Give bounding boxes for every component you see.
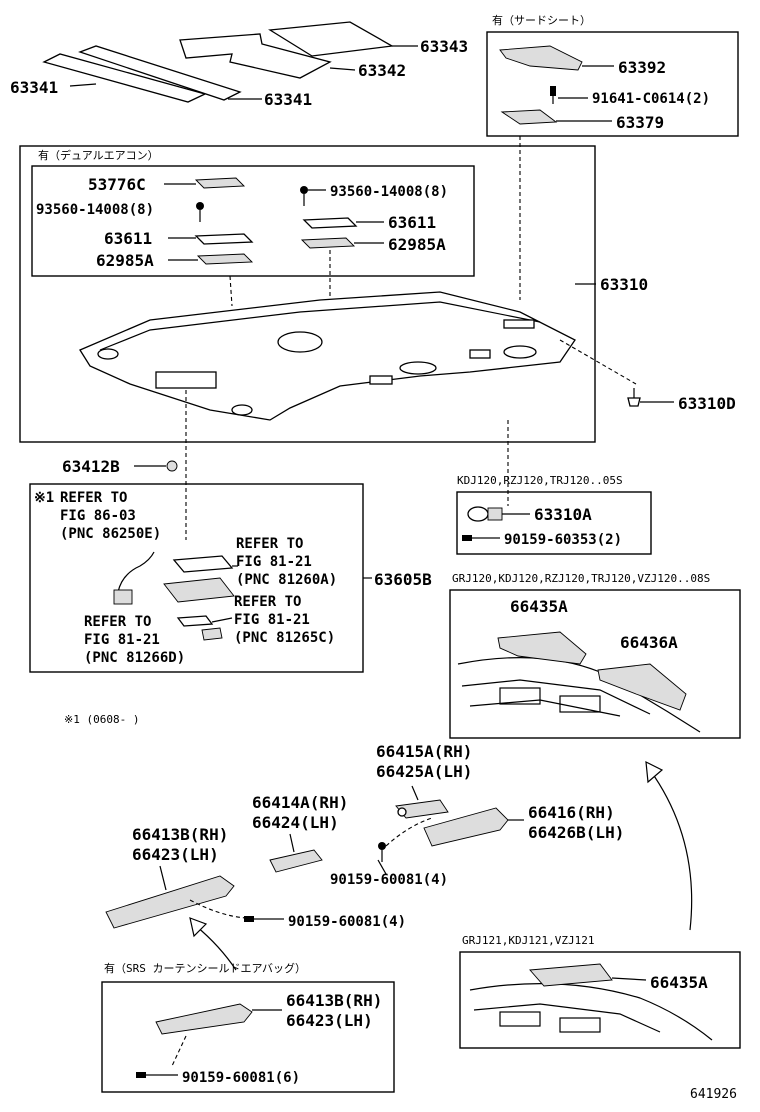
screw-90159-60081-mid-icon xyxy=(378,842,386,862)
label-91641: 91641-C0614(2) xyxy=(592,91,710,107)
vent-63379 xyxy=(500,109,558,125)
box-third-seat xyxy=(486,31,739,137)
label-66416: 66416(RH) xyxy=(528,803,615,822)
arrow-to-grj120 xyxy=(649,769,693,931)
room-lamp-assembly xyxy=(113,551,235,641)
label-93560-right: 93560-14008(8) xyxy=(330,184,448,200)
gasket-63611-left xyxy=(194,233,254,245)
label-63310: 63310 xyxy=(600,275,648,294)
label-63611-left: 63611 xyxy=(104,229,152,248)
roof-outline-grj121 xyxy=(469,983,713,1041)
header-srs-box: 有（SRS カーテンシールドエアバッグ） xyxy=(104,961,306,975)
refer-4-line-2: FIG 81-21 xyxy=(84,632,160,648)
spoiler-66436a xyxy=(597,663,687,711)
label-66413b-srs: 66413B(RH) xyxy=(286,991,382,1010)
refer-2-line-3: (PNC 81260A) xyxy=(236,572,337,588)
box-srs xyxy=(101,981,395,1093)
label-66415a: 66415A(RH) xyxy=(376,742,472,761)
header-grj-box: GRJ120,KDJ120,RZJ120,TRJ120,VZJ120..08S xyxy=(452,572,710,585)
label-63310a: 63310A xyxy=(534,505,592,524)
footnote: ※1 (0608- ) xyxy=(64,713,139,726)
label-63341-left: 63341 xyxy=(10,78,58,97)
header-kdj-box: KDJ120,RZJ120,TRJ120..05S xyxy=(457,474,623,487)
screw-90159-60081-srs-icon xyxy=(136,1072,160,1078)
spoiler-66435a-grj121 xyxy=(529,963,613,987)
header-dual-aircon: 有（デュアルエアコン） xyxy=(38,148,159,162)
label-63343: 63343 xyxy=(420,37,468,56)
diagram-id: 641926 xyxy=(690,1087,737,1102)
label-66414a: 66414A(RH) xyxy=(252,793,348,812)
label-66413b: 66413B(RH) xyxy=(132,825,228,844)
gasket-63611-right xyxy=(302,217,358,229)
label-66423: 66423(LH) xyxy=(132,845,219,864)
spoiler-66435a xyxy=(497,631,587,665)
pad-63341-long xyxy=(42,45,242,103)
refer-4-line-3: (PNC 81266D) xyxy=(84,650,185,666)
header-grj121-box: GRJ121,KDJ121,VZJ121 xyxy=(462,934,594,947)
refer-1-line-2: FIG 86-03 xyxy=(60,508,136,524)
box-dual-aircon xyxy=(19,145,596,443)
label-63392: 63392 xyxy=(618,58,666,77)
label-66435a-grj121: 66435A xyxy=(650,973,708,992)
label-63341-right: 63341 xyxy=(264,90,312,109)
box-grj121 xyxy=(459,951,741,1049)
refer-2-line-2: FIG 81-21 xyxy=(236,554,312,570)
label-63611-right: 63611 xyxy=(388,213,436,232)
screw-93560-right-icon xyxy=(300,186,308,206)
refer-2-line-1: REFER TO xyxy=(236,536,303,552)
box-inner-vents xyxy=(31,165,475,277)
label-66424: 66424(LH) xyxy=(252,813,339,832)
screw-91641-icon xyxy=(550,86,556,104)
box-grj120 xyxy=(449,589,741,739)
refer-mark: ※1 xyxy=(34,490,54,506)
label-66423-srs: 66423(LH) xyxy=(286,1011,373,1030)
label-66425a: 66425A(LH) xyxy=(376,762,472,781)
screw-90159-60353-icon xyxy=(462,535,486,541)
label-63605b: 63605B xyxy=(374,570,432,589)
clip-63310a xyxy=(467,506,503,522)
screw-90159-60081-low-icon xyxy=(244,916,268,922)
bracket-66415a xyxy=(395,799,449,819)
label-63379: 63379 xyxy=(616,113,664,132)
refer-1-line-1: REFER TO xyxy=(60,490,127,506)
label-53776c: 53776C xyxy=(88,175,146,194)
refer-3-line-1: REFER TO xyxy=(234,594,301,610)
header-third-seat: 有（サードシート） xyxy=(492,13,591,27)
label-66436a: 66436A xyxy=(620,633,678,652)
vent-63392 xyxy=(499,45,583,71)
garnish-66416 xyxy=(423,807,509,847)
label-93560-left: 93560-14008(8) xyxy=(36,202,154,218)
label-90159-60081-srs: 90159-60081(6) xyxy=(182,1070,300,1086)
refer-3-line-2: FIG 81-21 xyxy=(234,612,310,628)
garnish-66413b-srs xyxy=(155,1003,253,1035)
refer-3-line-3: (PNC 81265C) xyxy=(234,630,335,646)
label-62985a-right: 62985A xyxy=(388,235,446,254)
clip-63310d-icon xyxy=(627,388,641,407)
label-90159-60081-mid: 90159-60081(4) xyxy=(330,872,448,888)
pad-63342 xyxy=(179,33,332,79)
headliner-63310 xyxy=(79,291,576,421)
refer-1-line-3: (PNC 86250E) xyxy=(60,526,161,542)
label-90159-60353: 90159-60353(2) xyxy=(504,532,622,548)
garnish-66414a xyxy=(269,849,323,873)
label-66426b: 66426B(LH) xyxy=(528,823,624,842)
cover-53776c xyxy=(194,177,246,189)
label-90159-60081-low: 90159-60081(4) xyxy=(288,914,406,930)
box-kdj120 xyxy=(456,491,652,555)
label-66435a: 66435A xyxy=(510,597,568,616)
clip-63412b-icon xyxy=(166,460,178,472)
refer-4-line-1: REFER TO xyxy=(84,614,151,630)
garnish-66413b xyxy=(105,875,235,929)
label-62985a-left: 62985A xyxy=(96,251,154,270)
label-63342: 63342 xyxy=(358,61,406,80)
label-63310d: 63310D xyxy=(678,394,736,413)
vent-62985a-right xyxy=(300,237,356,249)
vent-62985a-left xyxy=(196,253,254,265)
label-63412b: 63412B xyxy=(62,457,120,476)
screw-93560-left-icon xyxy=(196,202,204,222)
